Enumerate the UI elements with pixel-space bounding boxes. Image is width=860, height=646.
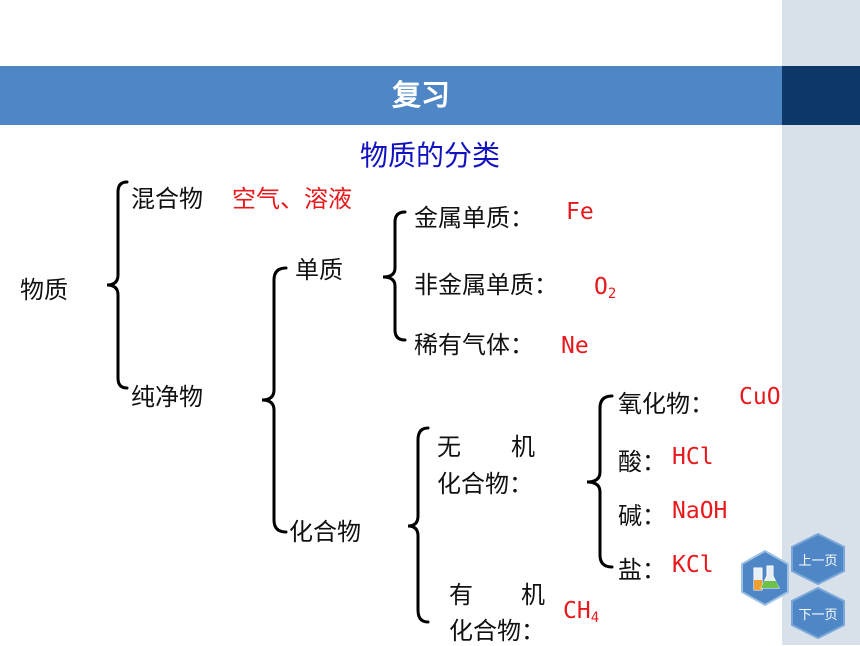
node-mixture: 混合物	[131, 185, 203, 213]
base-example: NaOH	[672, 498, 728, 524]
brace-root	[106, 180, 129, 390]
next-hexagon-icon	[791, 586, 845, 640]
node-compound: 化合物	[289, 518, 361, 546]
metal-example: Fe	[566, 199, 594, 225]
prev-hexagon-icon	[791, 532, 845, 586]
node-inorganic-line2: 化合物：	[437, 470, 533, 498]
acid-example: HCl	[672, 444, 714, 470]
prev-page-label: 上一页	[798, 554, 838, 569]
title-banner-accent	[782, 66, 860, 125]
node-base: 碱：	[618, 502, 666, 530]
node-pure-substance: 纯净物	[131, 383, 203, 411]
node-substance: 物质	[20, 276, 68, 304]
diagram-title: 物质的分类	[359, 139, 500, 172]
prev-page-button[interactable]: 上一页	[790, 532, 846, 586]
brace-pure	[261, 266, 288, 534]
oxide-example: CuO	[739, 384, 781, 410]
node-organic-line2: 化合物：	[449, 617, 545, 645]
node-noble-gas: 稀有气体：	[414, 331, 534, 359]
node-salt: 盐：	[618, 556, 666, 584]
node-oxide: 氧化物：	[618, 390, 714, 418]
node-element: 单质	[295, 256, 343, 284]
page-title: 复习	[391, 78, 450, 112]
organic-example: CH4	[563, 598, 600, 626]
node-acid: 酸：	[618, 448, 666, 476]
brace-inorganic	[586, 394, 614, 569]
node-metal: 金属单质：	[414, 204, 534, 232]
next-page-label: 下一页	[798, 608, 838, 623]
lab-flask-icon	[741, 550, 789, 606]
node-organic-line1-a: 有	[449, 581, 473, 609]
brace-element	[382, 210, 407, 342]
noble-gas-example: Ne	[561, 333, 589, 359]
node-inorganic-line1-b: 机	[511, 433, 535, 461]
node-nonmetal: 非金属单质：	[414, 271, 558, 299]
mixture-examples: 空气、溶液	[232, 185, 352, 213]
title-banner	[0, 66, 782, 125]
node-inorganic-line1-a: 无	[437, 433, 461, 461]
salt-example: KCl	[672, 552, 714, 578]
nonmetal-example: O2	[594, 274, 617, 302]
brace-compound	[407, 426, 430, 624]
node-organic-line1-b: 机	[521, 581, 545, 609]
next-page-button[interactable]: 下一页	[790, 586, 846, 640]
